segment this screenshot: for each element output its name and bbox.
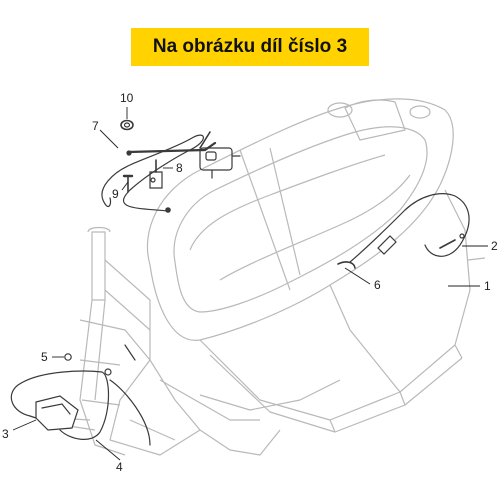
cable-guide <box>337 261 356 269</box>
callout-7: 7 <box>92 119 99 133</box>
callout-10: 10 <box>120 91 134 105</box>
nut-part <box>64 353 72 361</box>
title-text: Na obrázku díl číslo 3 <box>152 36 348 57</box>
leader-lines <box>12 107 488 461</box>
screw-part <box>122 174 134 193</box>
leader-4 <box>95 439 121 461</box>
rear-frame-rail <box>199 189 471 421</box>
leader-6 <box>344 267 371 285</box>
callout-3: 3 <box>2 427 9 441</box>
title-banner: Na obrázku díl číslo 3 <box>131 28 369 66</box>
seat-tub-outline <box>146 98 454 341</box>
lower-cable <box>10 370 110 440</box>
callout-5: 5 <box>41 350 48 364</box>
leader-3 <box>12 419 37 431</box>
seat-lock-body <box>199 147 241 179</box>
callout-4: 4 <box>116 460 123 474</box>
callout-2: 2 <box>491 239 498 253</box>
callout-6: 6 <box>374 278 381 292</box>
seat-tub-inner <box>173 126 428 313</box>
callout-8: 8 <box>176 161 183 175</box>
mounting-bracket-part <box>149 159 163 189</box>
callout-1: 1 <box>484 279 491 293</box>
leader-9 <box>121 181 129 191</box>
callout-9: 9 <box>112 187 119 201</box>
cable-end-fitting <box>165 207 171 213</box>
leader-7 <box>99 129 119 149</box>
scooter-frame <box>54 98 486 456</box>
lock-mechanism-part <box>29 395 79 431</box>
cable-clamp-part <box>120 119 134 131</box>
dark-parts <box>10 119 470 446</box>
right-side-cable <box>349 193 470 263</box>
headstock <box>91 231 106 301</box>
